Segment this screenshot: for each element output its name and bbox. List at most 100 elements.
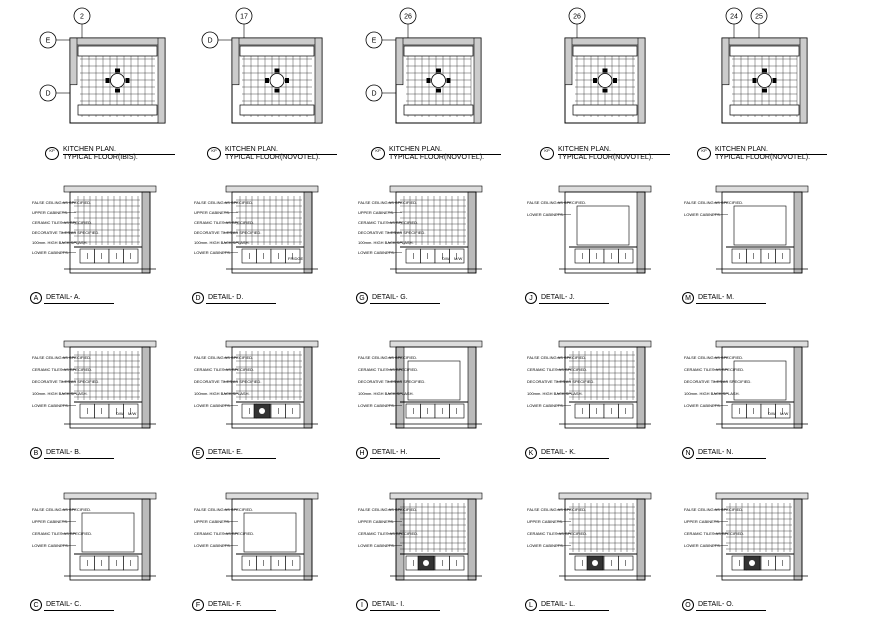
section-symbol: KP	[45, 147, 59, 160]
plan-title: KITCHEN PLAN.	[715, 146, 768, 153]
title-rule	[696, 303, 766, 304]
grid-bubble-label: 25	[755, 14, 763, 21]
detail-callout-text: UPPER CABINETS.	[527, 519, 563, 524]
section-symbol: KP	[207, 147, 221, 160]
plan-subtitle: TYPICAL FLOOR(NOVOTEL).	[389, 154, 485, 161]
detail-callout-text: FALSE CEILING AS SPECIFIED.	[32, 507, 91, 512]
detail-marker: G	[356, 292, 368, 304]
title-rule	[370, 303, 440, 304]
detail-title-block: D DETAIL- D.	[192, 292, 287, 306]
detail-callout-text: UPPER CABINETS.	[194, 210, 230, 215]
detail-callout-text: FALSE CEILING AS SPECIFIED.	[358, 200, 417, 205]
detail-callout-text: 100mm. HIGH BACK SPLASH.	[358, 240, 414, 245]
plan-subtitle: TYPICAL FLOOR(NOVOTEL).	[715, 154, 811, 161]
grid-bubble-label: E	[372, 38, 377, 45]
detail-callout-text: LOWER CABINETS.	[358, 543, 395, 548]
detail-callout-text: LOWER CABINETS.	[684, 403, 721, 408]
title-rule	[715, 154, 827, 155]
detail-marker: F	[192, 599, 204, 611]
title-rule	[370, 610, 440, 611]
plan-subtitle: TYPICAL FLOOR(NOVOTEL).	[225, 154, 321, 161]
detail-callout-text: FALSE CEILING AS SPECIFIED.	[194, 507, 253, 512]
detail-callout-text: UPPER CABINETS.	[358, 519, 394, 524]
detail-marker: H	[356, 447, 368, 459]
detail-elevation-drawing: FALSE CEILING AS SPECIFIED. UPPER CABINET…	[684, 492, 809, 581]
detail-callout-text: UPPER CABINETS.	[32, 519, 68, 524]
detail-callout-text: UPPER CABINETS.	[358, 210, 394, 215]
detail-marker: D	[192, 292, 204, 304]
section-symbol: KP	[371, 147, 385, 160]
detail-callout-text: 100mm. HIGH BACK SPLASH.	[32, 391, 88, 396]
detail-marker: M	[682, 292, 694, 304]
appliance-label: M/W	[454, 256, 462, 261]
detail-marker: L	[525, 599, 537, 611]
plan-title-block: KP KITCHEN PLAN.TYPICAL FLOOR(IBIS).	[45, 146, 195, 164]
plan-title: KITCHEN PLAN.	[225, 146, 278, 153]
detail-callout-text: 100mm. HIGH BACK SPLASH.	[527, 391, 583, 396]
appliance-label: D/W	[768, 411, 776, 416]
detail-callout-text: FALSE CEILING AS SPECIFIED.	[32, 355, 91, 360]
detail-marker: K	[525, 447, 537, 459]
grid-bubble-label: 26	[404, 14, 412, 21]
detail-callout-text: FALSE CEILING AS SPECIFIED.	[358, 355, 417, 360]
detail-marker: A	[30, 292, 42, 304]
detail-elevation-drawing: FALSE CEILING AS SPECIFIED.UPPER CABINET…	[194, 492, 319, 581]
detail-title-block: N DETAIL- N.	[682, 447, 777, 461]
detail-elevation-drawing: FALSE CEILING AS SPECIFIED.CERAMIC TILES…	[358, 340, 483, 429]
plan-title: KITCHEN PLAN.	[63, 146, 116, 153]
detail-title: DETAIL- M.	[698, 294, 735, 301]
grid-bubble-label: D	[45, 91, 50, 98]
detail-callout-text: 100mm. HIGH BACK SPLASH.	[194, 240, 250, 245]
title-rule	[539, 303, 609, 304]
title-rule	[44, 303, 114, 304]
detail-elevation-drawing: FALSE CEILING AS SPECIFIED. UPPER CABINET…	[358, 185, 483, 274]
appliance-label: D/W	[442, 256, 450, 261]
detail-elevation-drawing: FALSE CEILING AS SPECIFIED.CERAMIC TILES…	[194, 340, 319, 429]
detail-callout-text: LOWER CABINETS.	[358, 403, 395, 408]
detail-elevation-drawing: FALSE CEILING AS SPECIFIED.CERAMIC TILES…	[527, 340, 652, 429]
detail-callout-text: FALSE CEILING AS SPECIFIED.	[684, 507, 743, 512]
plan-subtitle: TYPICAL FLOOR(IBIS).	[63, 154, 138, 161]
detail-title-block: E DETAIL- E.	[192, 447, 287, 461]
detail-callout-text: FALSE CEILING AS SPECIFIED.	[684, 200, 743, 205]
detail-elevation-drawing: FALSE CEILING AS SPECIFIED.UPPER CABINET…	[32, 185, 157, 274]
detail-callout-text: 100mm. HIGH BACK SPLASH.	[684, 391, 740, 396]
detail-callout-text: FALSE CEILING AS SPECIFIED.	[32, 200, 91, 205]
plan-title-block: KP KITCHEN PLAN.TYPICAL FLOOR(NOVOTEL).	[371, 146, 521, 164]
plan-subtitle: TYPICAL FLOOR(NOVOTEL).	[558, 154, 654, 161]
detail-elevation-drawing: FALSE CEILING AS SPECIFIED.CERAMIC TILES…	[32, 340, 157, 429]
detail-title: DETAIL- G.	[372, 294, 408, 301]
grid-bubble-label: 2	[80, 14, 84, 21]
detail-marker: E	[192, 447, 204, 459]
title-rule	[44, 458, 114, 459]
plan-title: KITCHEN PLAN.	[389, 146, 442, 153]
detail-title: DETAIL- C.	[46, 601, 82, 608]
detail-title: DETAIL- E.	[208, 449, 243, 456]
detail-callout-text: LOWER CABINETS.	[527, 543, 564, 548]
title-rule	[539, 610, 609, 611]
detail-elevation-drawing: FALSE CEILING AS SPECIFIED.UPPER CABINET…	[194, 185, 319, 274]
detail-title: DETAIL- N.	[698, 449, 734, 456]
detail-callout-text: FALSE CEILING AS SPECIFIED.	[194, 355, 253, 360]
appliance-label: M/W	[780, 411, 788, 416]
detail-title: DETAIL- B.	[46, 449, 81, 456]
detail-callout-text: LOWER CABINETS.	[32, 543, 69, 548]
detail-callout-text: FALSE CEILING AS SPECIFIED.	[527, 355, 586, 360]
detail-title: DETAIL- D.	[208, 294, 244, 301]
detail-title: DETAIL- A.	[46, 294, 81, 301]
grid-bubble-label: 17	[240, 14, 248, 21]
detail-marker: N	[682, 447, 694, 459]
detail-callout-text: UPPER CABINETS.	[684, 519, 720, 524]
detail-elevation-drawing: FALSE CEILING AS SPECIFIED.CERAMIC TILES…	[684, 340, 809, 429]
plan-title-block: KP KITCHEN PLAN.TYPICAL FLOOR(NOVOTEL).	[207, 146, 357, 164]
